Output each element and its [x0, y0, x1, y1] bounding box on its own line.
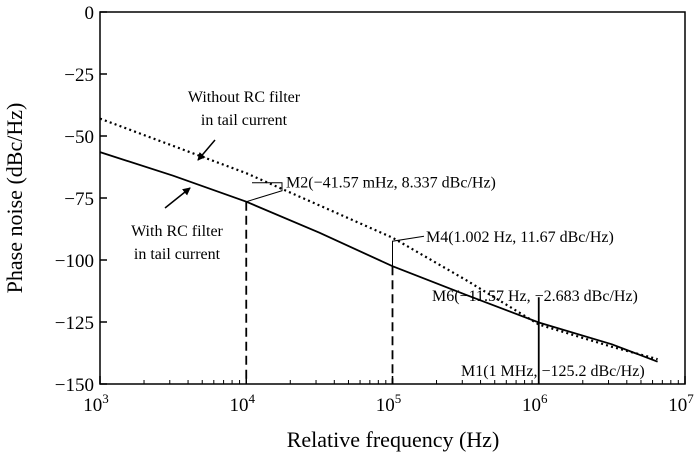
- marker-m1-label: M1(1 MHz, −125.2 dBc/Hz): [461, 363, 645, 380]
- annotation-without-line2: in tail current: [201, 112, 288, 129]
- x-tick-label: 107: [668, 391, 694, 416]
- y-axis-title: Phase noise (dBc/Hz): [2, 103, 27, 294]
- annotation-with-rc: With RC filter in tail current: [131, 187, 224, 263]
- x-tick-label: 103: [83, 391, 109, 416]
- annotation-with-line1: With RC filter: [131, 223, 223, 240]
- y-tick-label: −50: [64, 127, 94, 148]
- annotation-with-arrow: [164, 187, 191, 209]
- marker-m4-leader: [392, 235, 425, 267]
- marker-layer: M2(−41.57 mHz, 8.337 dBc/Hz) M4(1.002 Hz,…: [245, 175, 645, 384]
- x-tick-label: 104: [230, 391, 256, 416]
- x-tick-label: 106: [522, 391, 548, 416]
- y-tick-label: −25: [64, 65, 94, 86]
- annotation-with-line2: in tail current: [134, 246, 221, 263]
- annotation-without-arrow: [197, 139, 216, 161]
- marker-m4-label: M4(1.002 Hz, 11.67 dBc/Hz): [426, 229, 614, 246]
- y-tick-label: −125: [55, 313, 94, 334]
- x-tick-label: 105: [376, 391, 402, 416]
- y-tick-label: 0: [85, 3, 95, 24]
- marker-m2-label: M2(−41.57 mHz, 8.337 dBc/Hz): [286, 175, 496, 192]
- series-line-without: [99, 117, 658, 361]
- annotation-without-rc: Without RC filter in tail current: [188, 89, 301, 161]
- y-tick-label: −150: [55, 375, 94, 396]
- x-axis-title: Relative frequency (Hz): [287, 427, 500, 452]
- marker-m2-leader: [246, 182, 283, 203]
- marker-m6-label: M6(−11.57 Hz, −2.683 dBc/Hz): [432, 288, 638, 305]
- y-tick-label: −100: [55, 251, 94, 272]
- y-tick-label: −75: [64, 189, 94, 210]
- annotation-without-line1: Without RC filter: [188, 89, 301, 106]
